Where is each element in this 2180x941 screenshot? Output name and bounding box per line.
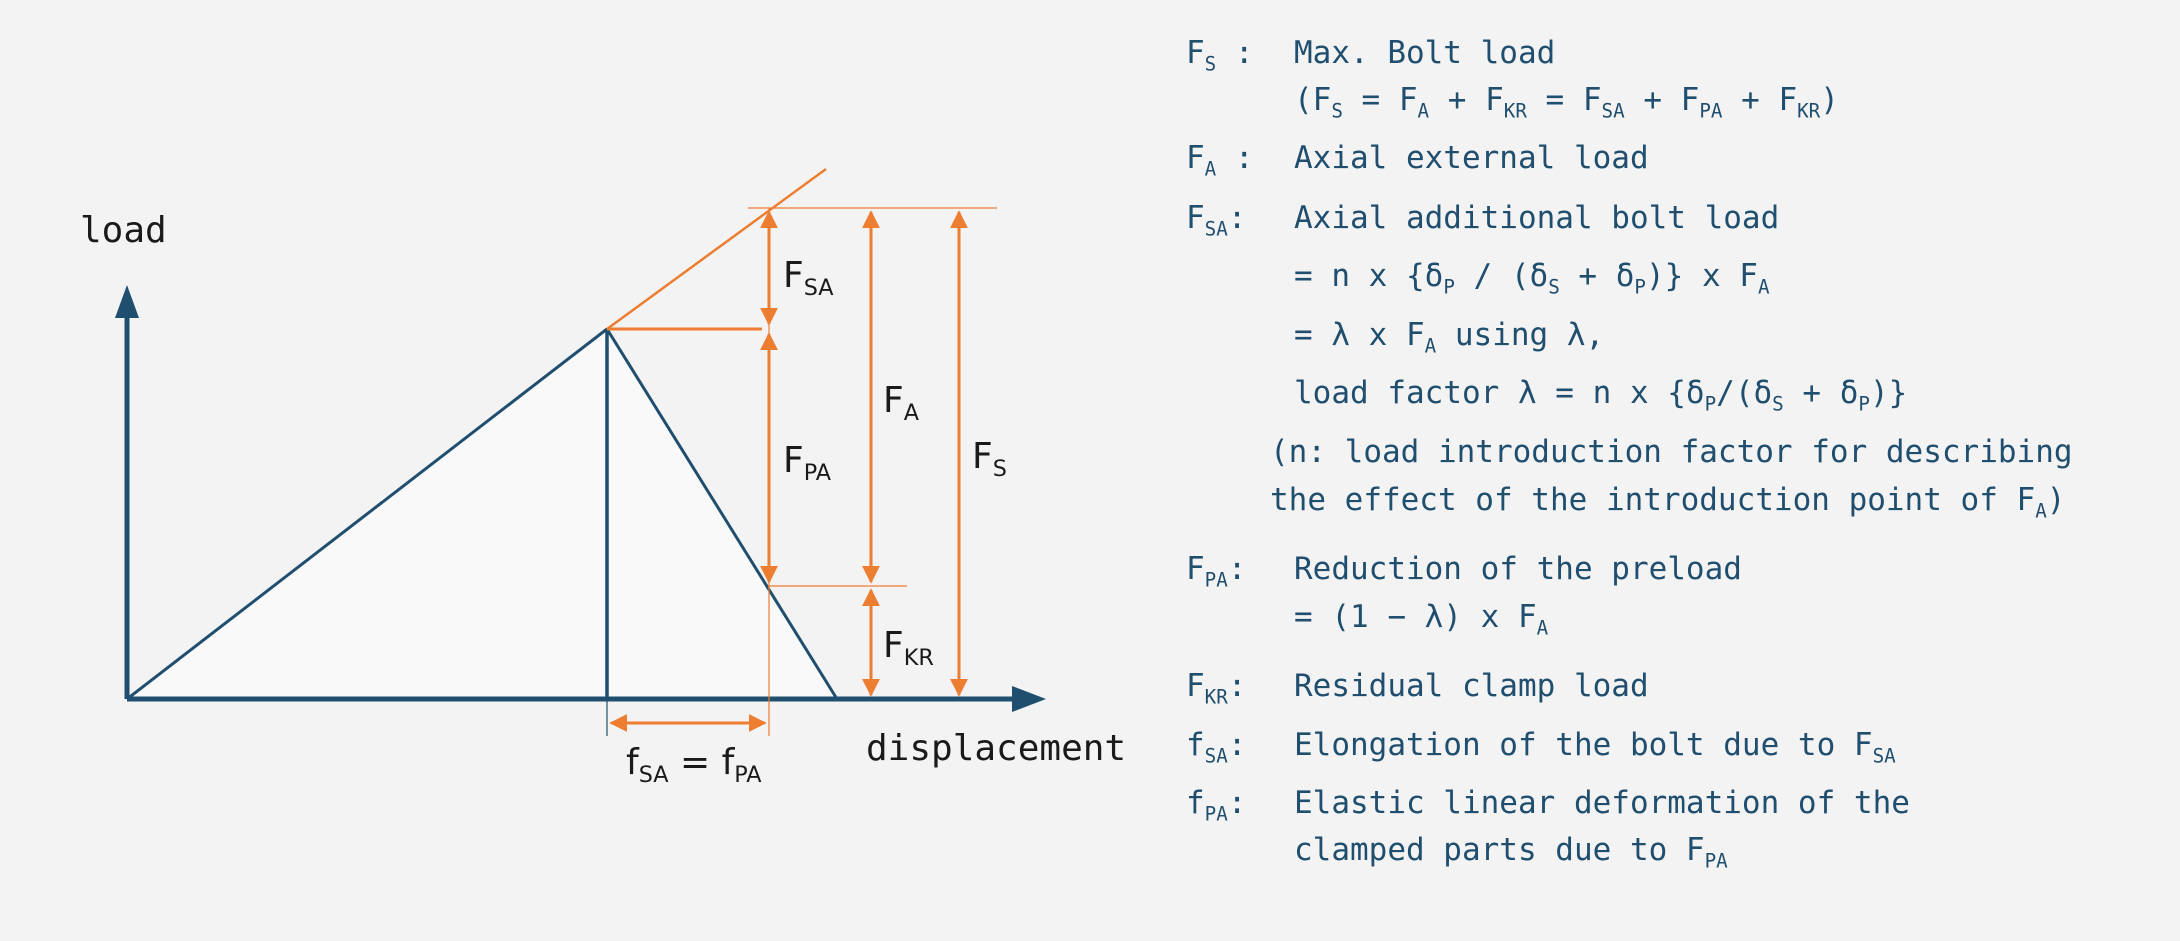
fkr-label: FKR — [883, 625, 934, 671]
y-axis-arrowhead — [115, 285, 139, 318]
x-axis-arrowhead — [1012, 686, 1046, 712]
def-fsa-formula: = n x {δP / (δS + δP)} x FA — [1294, 258, 1770, 299]
def-fpa-small-symbol: fPA: — [1186, 785, 1247, 826]
def-fsa-note-1: (n: load introduction factor for describ… — [1270, 434, 2073, 470]
def-fsa-small-symbol: fSA: — [1186, 727, 1247, 768]
joint-diagram — [115, 167, 1046, 736]
y-axis-label: load — [80, 210, 167, 251]
def-fpa-small-text-2: clamped parts due to FPA — [1294, 832, 1728, 873]
def-fsa-load-factor: load factor λ = n x {δP/(δS + δP)} — [1294, 375, 1908, 416]
def-fpa-text: Reduction of the preload — [1294, 551, 1742, 587]
fs-label: FS — [972, 436, 1007, 482]
clamp-stiffness-line — [605, 328, 839, 700]
def-fs-text: Max. Bolt load — [1294, 35, 1556, 71]
def-fsa-text: Axial additional bolt load — [1294, 200, 1780, 236]
x-axis-label: displacement — [866, 728, 1127, 769]
def-fa-text: Axial external load — [1294, 140, 1649, 176]
fa-label: FA — [883, 380, 919, 426]
bolt-line-extension — [606, 167, 827, 331]
def-fsa-lambda: = λ x FA using λ, — [1294, 317, 1605, 358]
def-fpa-formula: = (1 − λ) x FA — [1294, 599, 1549, 640]
def-fkr-symbol: FKR: — [1186, 668, 1247, 709]
def-fs-symbol: FS : — [1186, 35, 1254, 76]
def-fpa-small-text: Elastic linear deformation of the — [1294, 785, 1910, 821]
elongation-label: fSA = fPA — [626, 742, 762, 788]
def-fs-formula: (FS = FA + FKR = FSA + FPA + FKR) — [1294, 82, 1839, 123]
fsa-label: FSA — [783, 255, 834, 301]
fpa-label: FPA — [783, 440, 832, 486]
def-fsa-symbol: FSA: — [1186, 200, 1247, 241]
def-fsa-small-text: Elongation of the bolt due to FSA — [1294, 727, 1896, 768]
def-fkr-text: Residual clamp load — [1294, 668, 1649, 704]
def-fpa-symbol: FPA: — [1186, 551, 1247, 592]
bolt-stiffness-line — [126, 327, 608, 701]
def-fsa-note-2: the effect of the introduction point of … — [1270, 482, 2066, 523]
def-fa-symbol: FA : — [1186, 140, 1254, 181]
